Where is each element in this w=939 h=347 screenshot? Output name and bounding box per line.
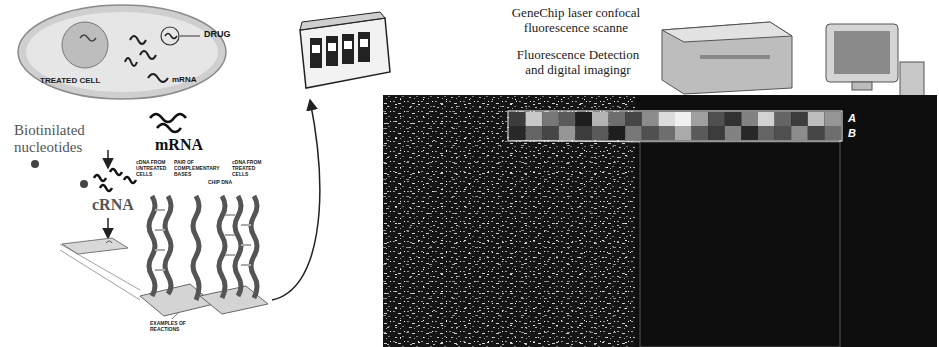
intensity-cell: [642, 126, 659, 140]
intensity-cell: [609, 126, 626, 140]
intensity-cell: [775, 112, 792, 126]
intensity-cell: [708, 112, 725, 126]
intensity-cell: [592, 126, 609, 140]
reaction-caption: EXAMPLES OF REACTIONS: [150, 321, 210, 333]
reaction-label: PAIR OF COMPLEMENTARY BASES: [174, 160, 210, 177]
intensity-cell: [592, 112, 609, 126]
intensity-cell: [708, 126, 725, 140]
scanner-label: GeneChip laser confocal fluorescence sca…: [496, 6, 656, 36]
intensity-cell: [775, 126, 792, 140]
detection-label: Fluorescence Detection and digital imagi…: [508, 48, 648, 78]
intensity-cell: [609, 112, 626, 126]
intensity-cell: [542, 126, 559, 140]
intensity-cell: [559, 126, 576, 140]
cell-label: TREATED CELL: [40, 76, 120, 85]
reaction-label: cDNA FROM TREATED CELLS: [232, 160, 268, 177]
intensity-cell: [658, 126, 675, 140]
intensity-cell: [625, 112, 642, 126]
intensity-cell: [741, 112, 758, 126]
intensity-cell: [824, 126, 841, 140]
mrna-label: mRNA: [172, 75, 208, 84]
intensity-cell: [625, 126, 642, 140]
intensity-cell: [791, 112, 808, 126]
intensity-cell: [692, 126, 709, 140]
reaction-label: CHIP DNA: [208, 180, 234, 186]
intensity-cell: [758, 126, 775, 140]
intensity-cell: [675, 112, 692, 126]
intensity-cell: [526, 126, 543, 140]
intensity-cell: [808, 112, 825, 126]
intensity-cell: [741, 126, 758, 140]
intensity-cell: [791, 126, 808, 140]
intensity-cell: [575, 112, 592, 126]
intensity-cell: [725, 112, 742, 126]
intensity-cell: [658, 112, 675, 126]
intensity-cell: [509, 126, 526, 140]
intensity-cell: [758, 112, 775, 126]
intensity-cell: [509, 112, 526, 126]
row-label: A: [848, 112, 864, 125]
intensity-cell: [642, 112, 659, 126]
intensity-cell: [808, 126, 825, 140]
intensity-cell: [675, 126, 692, 140]
nucleotide-label: Biotinilated nucleotides: [14, 122, 134, 157]
intensity-cell: [526, 112, 543, 126]
intensity-cell: [725, 126, 742, 140]
mrna-title: mRNA: [155, 136, 215, 154]
reaction-label: cDNA FROM UNTREATED CELLS: [136, 160, 172, 177]
intensity-cell: [559, 112, 576, 126]
crna-title: cRNA: [92, 196, 152, 214]
intensity-cell: [824, 112, 841, 126]
intensity-cell: [692, 112, 709, 126]
row-label: B: [848, 127, 864, 140]
intensity-cell: [542, 112, 559, 126]
intensity-cell: [575, 126, 592, 140]
drug-label: DRUG: [204, 29, 244, 39]
